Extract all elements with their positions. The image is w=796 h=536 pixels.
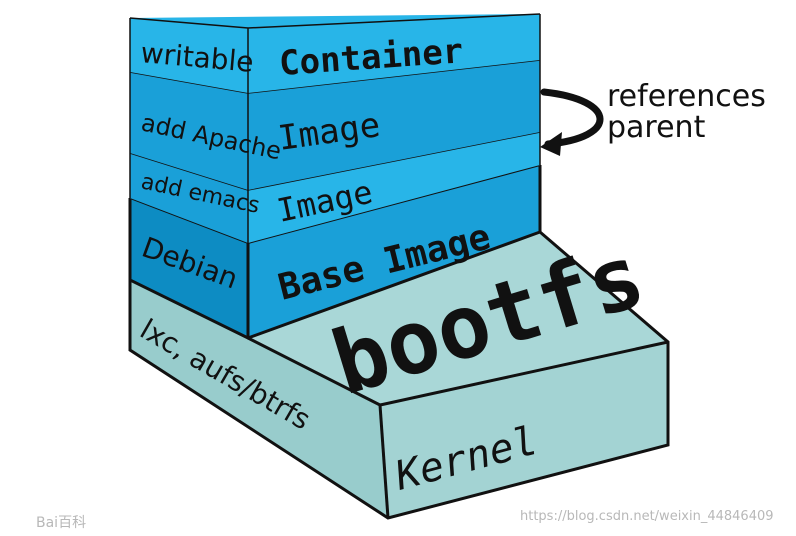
apache-image-front-face [248, 60, 540, 190]
csdn-watermark: https://blog.csdn.net/weixin_44846409 [520, 509, 774, 524]
container-top-face [130, 14, 540, 28]
references-label: references [607, 79, 766, 114]
container-side-face [130, 18, 248, 93]
base-image-front-face [248, 165, 540, 338]
parent-label: parent [607, 110, 706, 145]
emacs-image-front-face [248, 132, 540, 243]
container-front-face [248, 14, 540, 93]
kernel-front-face [380, 342, 668, 518]
apache-image-side-face [130, 72, 248, 190]
base-image-side-face [130, 198, 248, 338]
references-parent-arrow [540, 88, 604, 156]
kernel-side-face [130, 280, 388, 518]
baike-watermark: Bai百科 [36, 515, 87, 531]
emacs-image-side-face [130, 153, 248, 243]
